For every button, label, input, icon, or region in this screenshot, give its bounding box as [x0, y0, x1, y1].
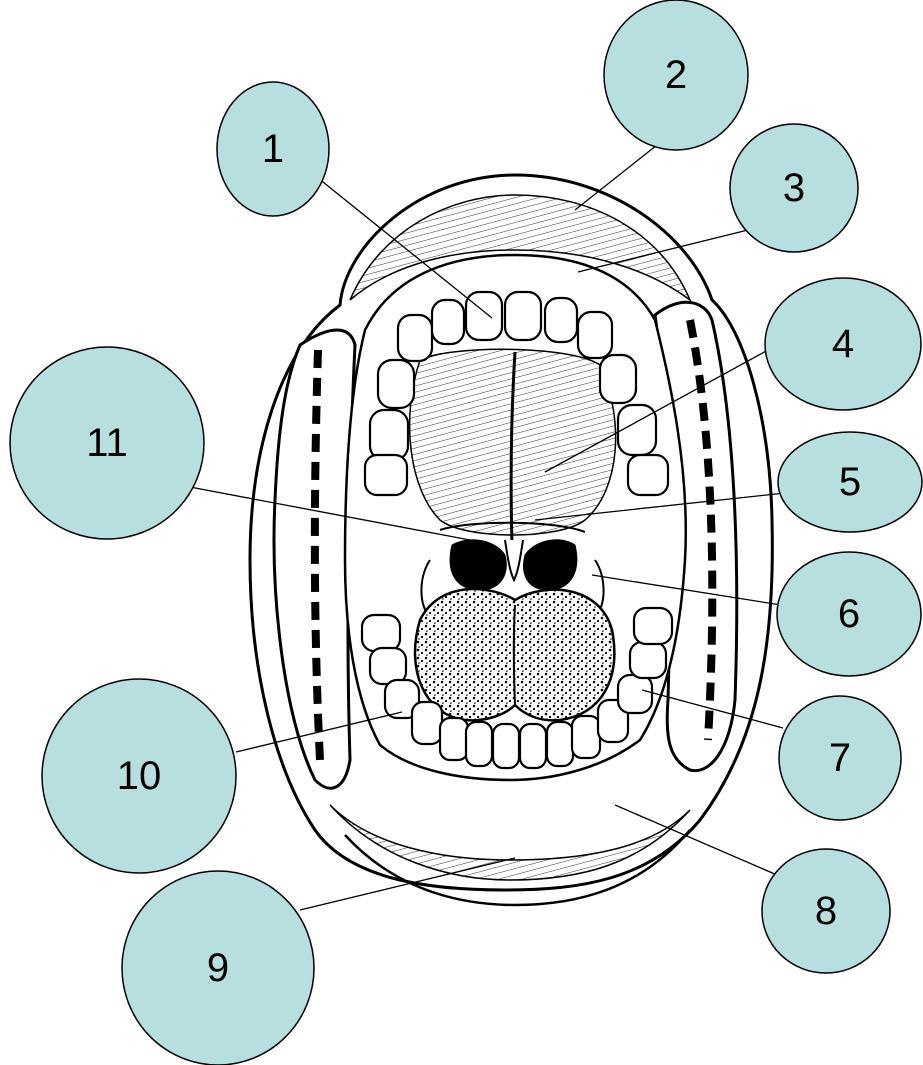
callout-4: 4: [765, 278, 921, 410]
callout-2: 2: [604, 0, 748, 150]
callout-number: 11: [86, 421, 128, 465]
callout-number: 8: [815, 889, 837, 933]
callout-number: 4: [832, 322, 854, 366]
callout-number: 2: [665, 53, 687, 97]
callout-7: 7: [779, 696, 901, 820]
tongue-median-groove: [514, 605, 515, 705]
callout-number: 1: [262, 127, 284, 171]
callout-3: 3: [730, 124, 858, 252]
callout-number: 3: [783, 166, 805, 210]
callout-6: 6: [777, 552, 921, 676]
callout-number: 9: [207, 946, 229, 990]
callout-9: 9: [122, 871, 314, 1065]
callout-number: 5: [839, 460, 861, 504]
callout-8: 8: [762, 849, 890, 973]
callout-11: 11: [10, 347, 204, 539]
callout-1: 1: [217, 82, 329, 216]
callout-5: 5: [778, 432, 922, 532]
callout-10: 10: [42, 679, 236, 873]
callout-number: 7: [829, 736, 851, 780]
mouth-illustration: [250, 175, 772, 905]
callout-number: 6: [838, 592, 860, 636]
callout-number: 10: [117, 754, 162, 798]
